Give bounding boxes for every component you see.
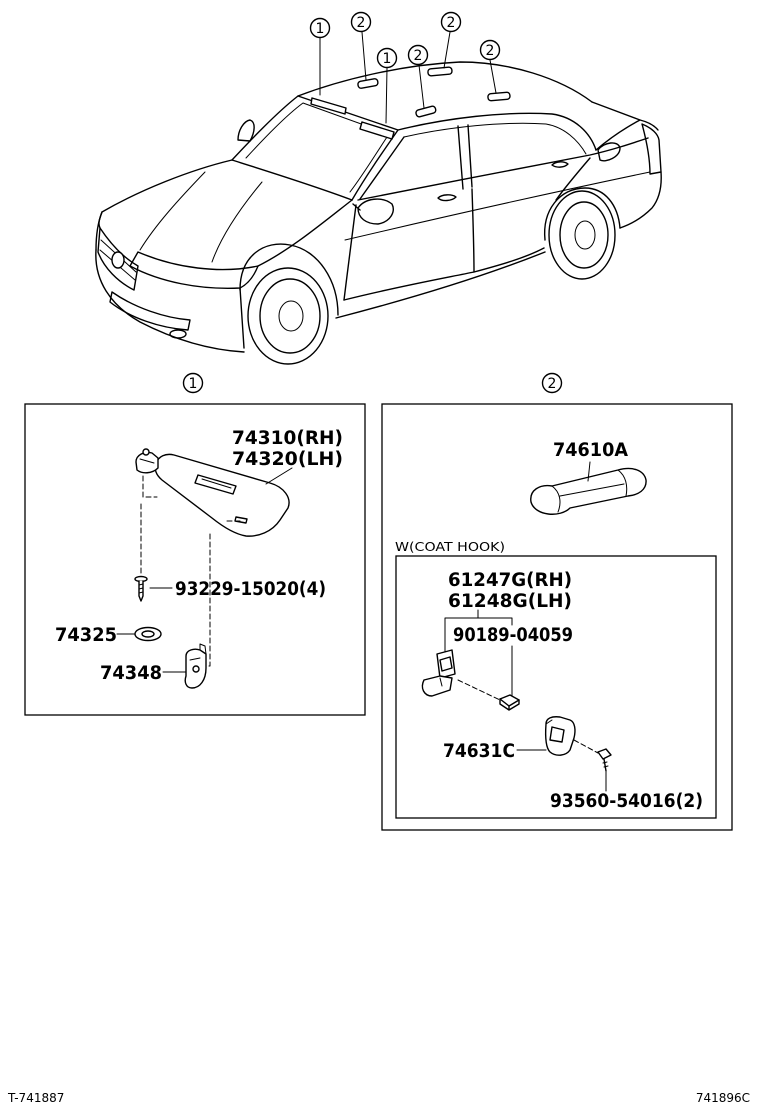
callout: 2	[440, 11, 462, 69]
side-mirror-far	[237, 119, 255, 142]
fuel-door	[597, 142, 621, 162]
illustration-code-left: T-741887	[7, 1091, 64, 1105]
roof-near-edge	[397, 112, 597, 151]
assist-grip-d	[487, 91, 511, 102]
assembly-dashed-line	[142, 475, 158, 498]
lower-intake	[109, 291, 191, 331]
sun-visor-rh-part-number: 74310(RH)	[232, 428, 343, 449]
sun-visor-lh-part-number: 74320(LH)	[232, 449, 343, 470]
callout-number: 1	[383, 51, 392, 67]
front-bumper	[95, 249, 245, 353]
car-callouts: 1 2 2 1 2 2	[309, 11, 501, 124]
coat-hook-subpanel	[395, 555, 717, 819]
assist-grip-part-number: 74610A	[553, 440, 629, 461]
tail-light	[641, 123, 662, 175]
headlight	[129, 251, 259, 289]
section-2-ref: 2	[541, 372, 563, 394]
section-number: 2	[548, 376, 557, 392]
assist-grip-c	[415, 105, 437, 118]
section-1-panel	[24, 403, 366, 716]
body-character-line	[344, 171, 651, 241]
leader-line	[265, 467, 293, 485]
sun-visor-far	[310, 97, 347, 115]
coat-hook-lh-part-number: 61248G(LH)	[448, 591, 572, 612]
front-door-edge	[343, 204, 357, 301]
assist-grip-b	[427, 66, 453, 77]
washer-part-number: 74325	[55, 625, 117, 646]
section-1-ref: 1	[182, 372, 204, 394]
callout-number: 2	[486, 43, 495, 59]
assist-grip	[530, 467, 647, 515]
vanity-mirror	[194, 474, 237, 495]
bracket-screw-part-number: 93560-54016(2)	[550, 791, 703, 812]
assembly-dashed-line	[202, 533, 211, 667]
illustration-code-right: 741896C	[696, 1091, 750, 1105]
door-lower-edge	[343, 247, 545, 301]
coat-hook-variant-title: W(COAT HOOK)	[395, 539, 505, 554]
assembly-dashed-line	[457, 679, 501, 701]
callout: 2	[407, 44, 429, 109]
belt-line	[357, 137, 649, 201]
assembly-bracket-line	[444, 609, 513, 653]
section-number: 1	[189, 376, 198, 392]
rear-door-edge	[555, 157, 591, 201]
callout: 1	[376, 47, 398, 124]
fog-light	[169, 329, 187, 339]
callout: 1	[309, 17, 331, 96]
coat-hook-rh-part-number: 61247G(RH)	[448, 570, 572, 591]
rear-bumper	[619, 171, 662, 229]
door-gap	[471, 188, 475, 273]
sun-visor	[154, 453, 290, 537]
grille	[97, 227, 139, 291]
assist-grip-a	[357, 78, 379, 89]
bracket-screw	[597, 748, 612, 772]
car-illustration	[95, 61, 662, 365]
section-2-panel	[381, 403, 733, 831]
rocker-panel	[335, 251, 546, 319]
visor-holder-part-number: 74348	[100, 663, 162, 684]
roof-far-edge	[297, 61, 593, 103]
hook-clip	[499, 694, 520, 711]
callout-number: 2	[357, 15, 366, 31]
emblem-icon	[111, 251, 125, 269]
side-mirror-near	[352, 198, 394, 225]
leader-line	[587, 461, 591, 482]
rear-wheel	[544, 187, 621, 280]
coat-hook	[421, 649, 456, 697]
a-pillar-near	[359, 136, 405, 200]
callout: 2	[479, 39, 501, 94]
callout-number: 1	[316, 21, 325, 37]
assembly-dashed-line	[573, 739, 599, 754]
callout: 2	[350, 11, 372, 81]
windshield	[231, 95, 399, 201]
visor-screw	[134, 575, 148, 602]
sun-visor-near	[359, 121, 395, 140]
visor-screw-part-number: 93229-15020(4)	[175, 579, 326, 600]
door-handle-rear	[551, 161, 569, 168]
coat-hook-bracket	[544, 716, 576, 756]
visor-pivot-clip	[135, 448, 159, 474]
hook-clip-part-number: 90189-04059	[453, 625, 573, 646]
callout-number: 2	[414, 48, 423, 64]
visor-slot	[234, 516, 248, 524]
washer	[134, 626, 162, 642]
visor-holder	[184, 643, 207, 689]
front-wheel	[239, 243, 339, 365]
front-fender-edge	[239, 287, 245, 349]
coat-hook-bracket-part-number: 74631C	[443, 741, 515, 762]
door-handle-front	[437, 194, 457, 202]
trunk-lid	[591, 101, 659, 151]
callout-number: 2	[447, 15, 456, 31]
hood	[95, 159, 353, 267]
side-window-frame	[403, 122, 587, 155]
b-pillar	[457, 124, 473, 190]
